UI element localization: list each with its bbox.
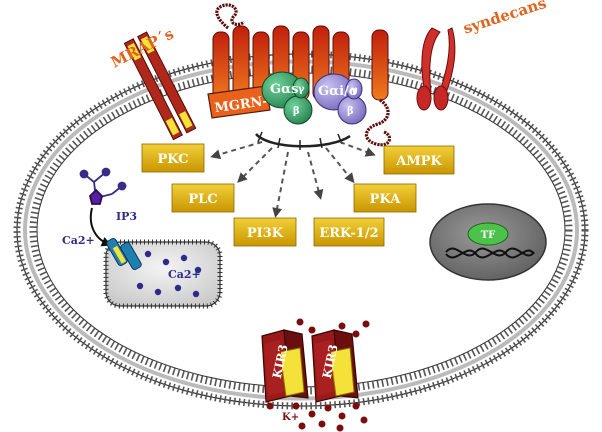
ip3-receptor-channel xyxy=(106,237,142,271)
galpha-io-label: Gαi/o xyxy=(318,84,358,99)
signal-bracket xyxy=(255,133,351,148)
receptor-n-terminal xyxy=(215,3,245,30)
k-ion-label: K+ xyxy=(282,412,299,423)
gio-gamma-label: γ xyxy=(351,85,358,96)
potassium-ions xyxy=(266,402,368,432)
effector-pkc: PKC xyxy=(141,143,205,173)
g-alpha-io: Gαi/o γ β xyxy=(313,73,367,125)
gs-beta-label: β xyxy=(293,106,300,117)
effector-plc: PLC xyxy=(171,183,235,213)
effector-pi3k: PI3K xyxy=(233,217,297,247)
g-alpha-s: Gαs γ β xyxy=(261,71,313,125)
ca-cytosol-label: Ca2+ xyxy=(62,234,95,247)
effector-ampk: AMPK xyxy=(383,145,455,175)
effector-pkc-label: PKC xyxy=(157,152,188,167)
kir3-channel-2: KIR3 xyxy=(311,329,359,403)
mrap-proteins xyxy=(123,31,197,141)
ca-store-label: Ca2+ xyxy=(168,268,201,281)
effector-pi3k-label: PI3K xyxy=(247,226,284,241)
effector-ampk-label: AMPK xyxy=(395,154,442,169)
receptor-c-terminal xyxy=(364,98,392,147)
kir-channel-2-label: KIR3 xyxy=(320,343,341,380)
effector-arrows xyxy=(210,141,376,218)
effector-pka-label: PKA xyxy=(370,192,402,207)
gs-gamma-label: γ xyxy=(298,84,305,95)
gio-beta-label: β xyxy=(347,106,354,117)
mgrn1: MGRN-1 xyxy=(207,85,278,119)
ip3-label: IP3 xyxy=(116,210,137,223)
ip3-molecule xyxy=(79,167,127,205)
syndecans xyxy=(416,27,456,111)
kir3-channel-1: KIR3 xyxy=(261,329,309,403)
effector-pka: PKA xyxy=(353,183,417,213)
nucleus: TF xyxy=(429,203,547,281)
effector-plc-label: PLC xyxy=(188,192,217,207)
tf-label: TF xyxy=(481,230,496,241)
effector-erk-label: ERK-1/2 xyxy=(319,226,378,241)
ip3-arrow xyxy=(89,207,112,247)
galpha-s-label: Gαs xyxy=(270,82,298,97)
kir-channel-1-label: KIR3 xyxy=(270,343,291,380)
effector-erk: ERK-1/2 xyxy=(313,217,385,247)
syndecans-label: syndecans xyxy=(461,0,549,38)
